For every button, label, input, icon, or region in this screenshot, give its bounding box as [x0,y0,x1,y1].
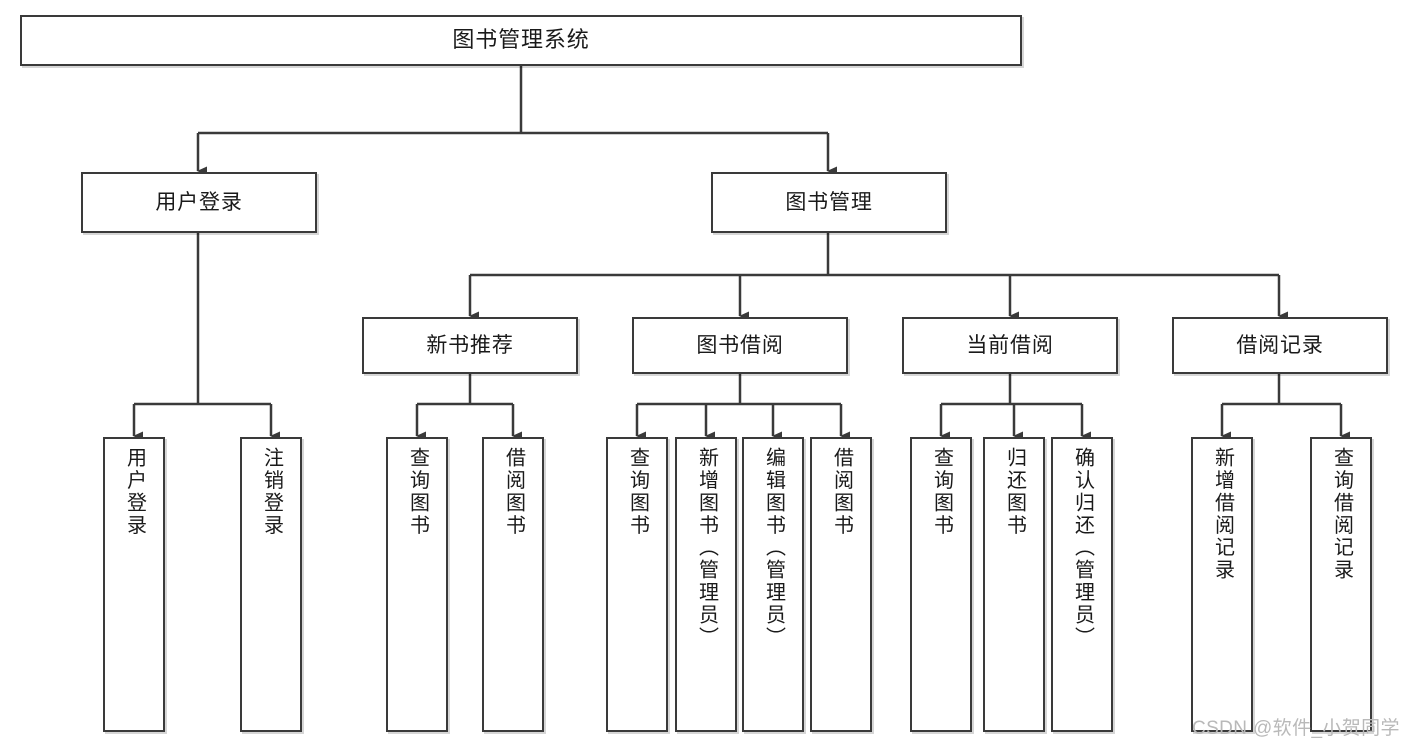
node-leaf-query-borrow-record-label: 查询借阅记录 [1330,447,1353,582]
node-leaf-borrow-book-rec[interactable]: 借阅图书 [482,437,544,732]
node-leaf-query-book-cur-label: 查询图书 [930,447,953,537]
node-leaf-add-book-admin-label: 新增图书（管理员） [695,447,718,649]
node-leaf-user-logout[interactable]: 注销登录 [240,437,302,732]
node-leaf-confirm-return-admin[interactable]: 确认归还（管理员） [1051,437,1113,732]
node-leaf-query-book-brw-label: 查询图书 [626,447,649,537]
node-leaf-return-book[interactable]: 归还图书 [983,437,1045,732]
node-book-borrow-label: 图书借阅 [696,333,784,357]
node-leaf-user-logout-label: 注销登录 [260,447,283,537]
node-leaf-query-book-rec[interactable]: 查询图书 [386,437,448,732]
node-user-login[interactable]: 用户登录 [81,172,317,233]
node-leaf-add-book-admin[interactable]: 新增图书（管理员） [675,437,737,732]
node-leaf-query-book-rec-label: 查询图书 [406,447,429,537]
watermark: CSDN @软件_小贺同学 [1192,718,1400,739]
node-borrow-record-label: 借阅记录 [1236,333,1324,357]
node-leaf-add-borrow-record[interactable]: 新增借阅记录 [1191,437,1253,732]
node-leaf-borrow-book-brw[interactable]: 借阅图书 [810,437,872,732]
node-book-management-label: 图书管理 [785,190,873,214]
node-current-borrow[interactable]: 当前借阅 [902,317,1118,374]
node-leaf-user-login-label: 用户登录 [123,447,146,537]
node-new-book-recommend-label: 新书推荐 [426,333,514,357]
node-leaf-add-borrow-record-label: 新增借阅记录 [1211,447,1234,582]
node-borrow-record[interactable]: 借阅记录 [1172,317,1388,374]
node-root[interactable]: 图书管理系统 [20,15,1022,66]
node-leaf-edit-book-admin-label: 编辑图书（管理员） [762,447,785,649]
node-leaf-edit-book-admin[interactable]: 编辑图书（管理员） [742,437,804,732]
node-leaf-confirm-return-admin-label: 确认归还（管理员） [1071,447,1094,649]
node-current-borrow-label: 当前借阅 [966,333,1054,357]
node-book-management[interactable]: 图书管理 [711,172,947,233]
node-user-login-label: 用户登录 [155,190,243,214]
node-leaf-query-book-brw[interactable]: 查询图书 [606,437,668,732]
node-root-label: 图书管理系统 [452,27,590,53]
node-leaf-borrow-book-rec-label: 借阅图书 [502,447,525,537]
node-leaf-borrow-book-brw-label: 借阅图书 [830,447,853,537]
node-leaf-query-book-cur[interactable]: 查询图书 [910,437,972,732]
node-book-borrow[interactable]: 图书借阅 [632,317,848,374]
node-leaf-return-book-label: 归还图书 [1003,447,1026,537]
node-leaf-user-login[interactable]: 用户登录 [103,437,165,732]
node-leaf-query-borrow-record[interactable]: 查询借阅记录 [1310,437,1372,732]
node-new-book-recommend[interactable]: 新书推荐 [362,317,578,374]
